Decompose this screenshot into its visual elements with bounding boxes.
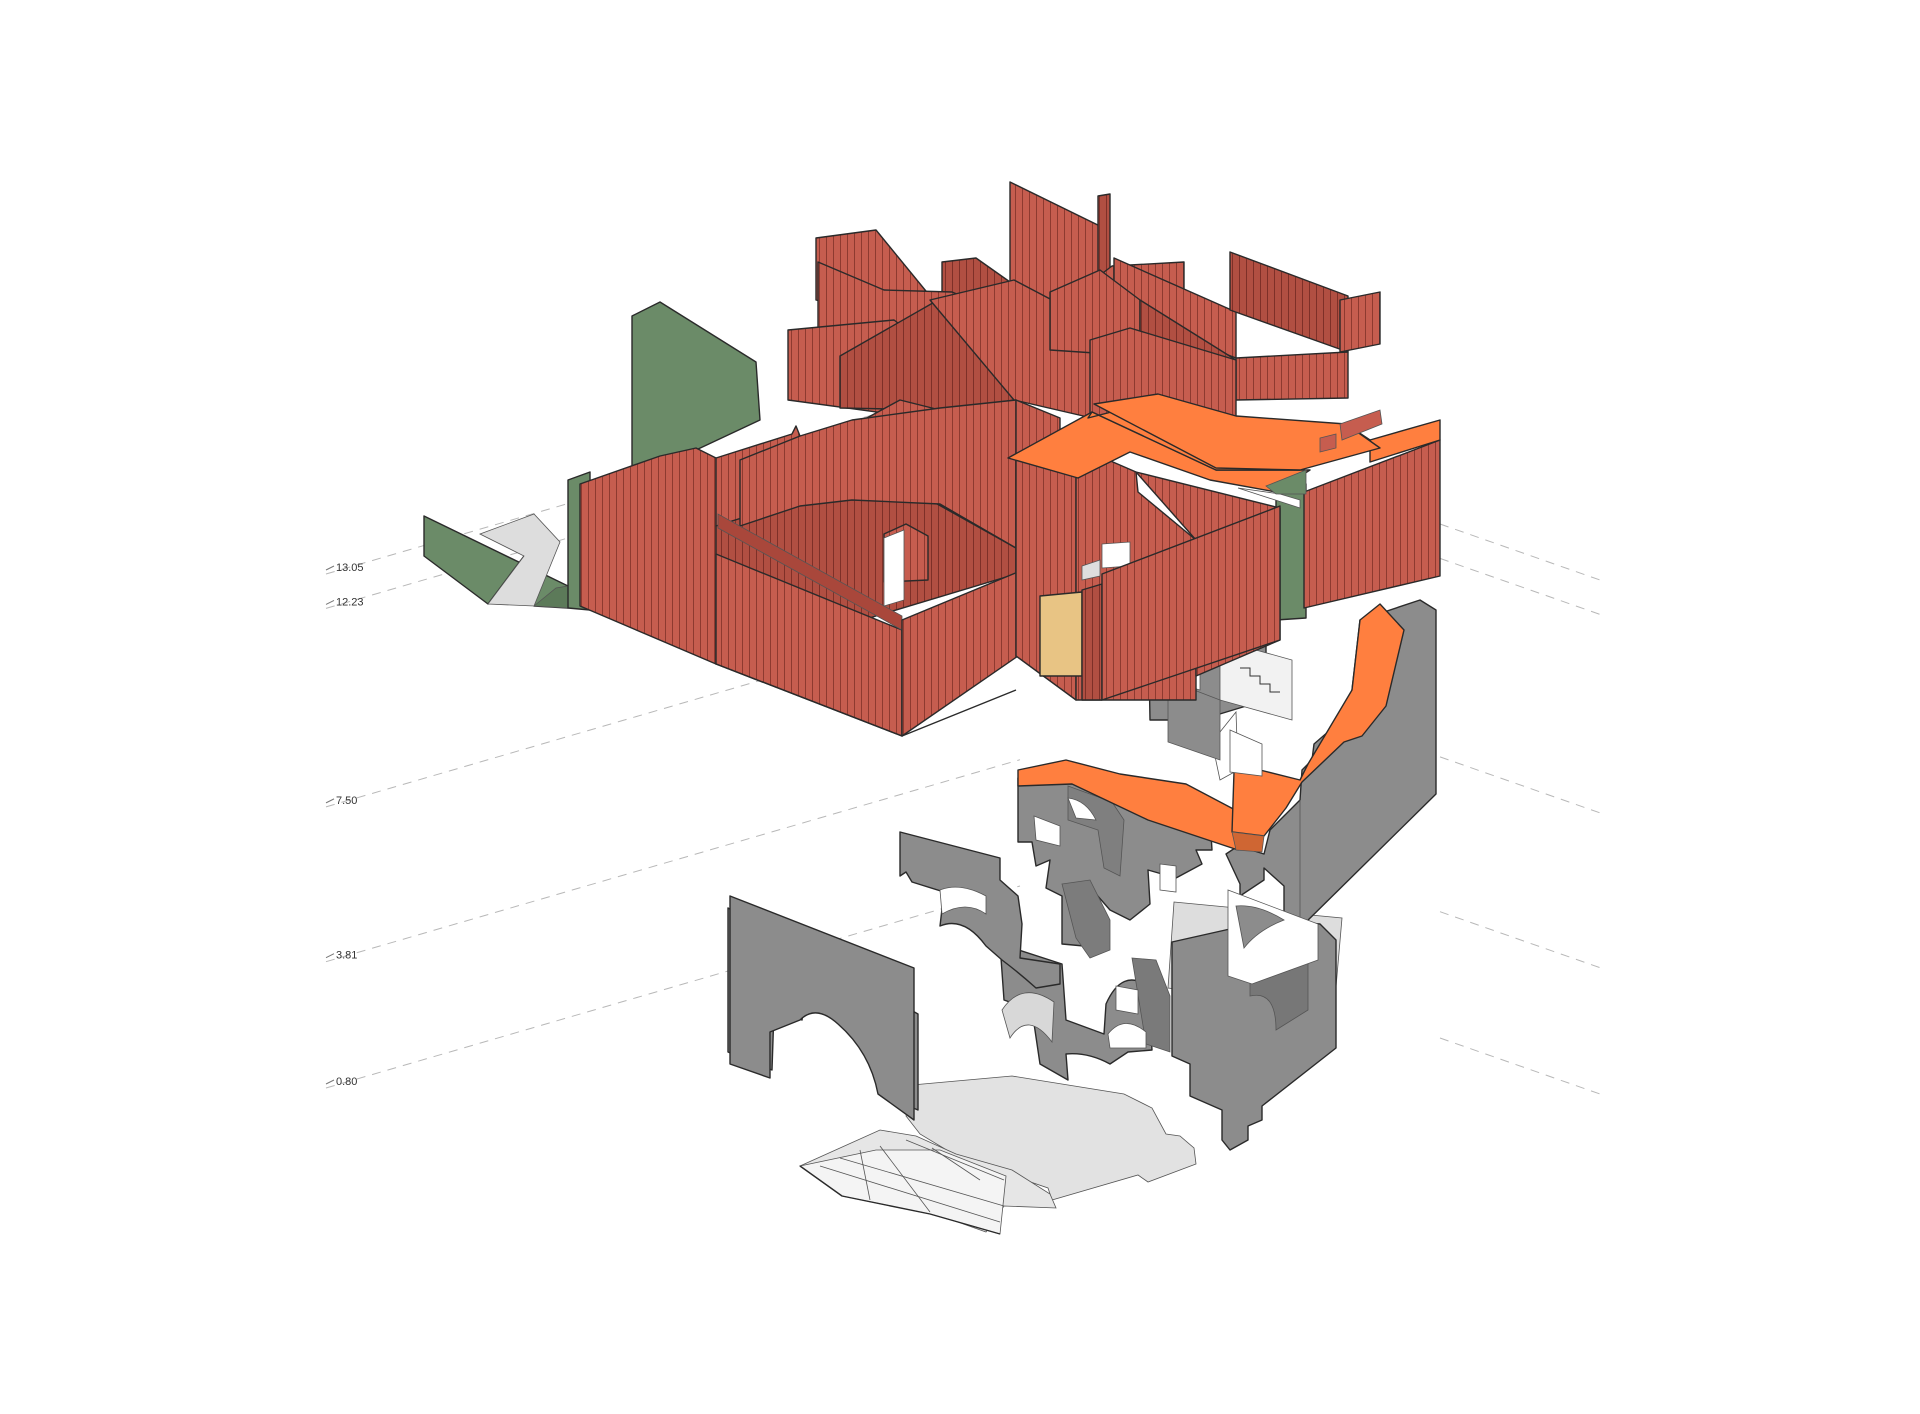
level-dash-line-right [1439,1037,1601,1095]
ground-floor-slab [798,1075,1197,1235]
level-dash-line-right [1439,557,1601,615]
level-tick [325,565,335,571]
level-guide-2: 7.50 [325,604,1601,814]
volume-base-edges [715,663,1017,737]
level-tick [325,1079,335,1085]
level-tick [325,798,335,804]
level-label: 0.80 [336,1076,357,1088]
level-dash-line-right [1439,756,1601,814]
stair-detail [1167,639,1293,777]
level-dash-line [325,405,1021,609]
level-label: 13.05 [336,562,364,574]
level-tick [325,599,335,605]
level-tick [325,953,335,959]
level-dash-line [325,885,1021,1089]
level-label: 12.23 [336,596,364,608]
level-guide-3: 3.81 [325,759,1601,969]
level-dash-line-right [1439,911,1601,969]
level-dash-line-right [1439,523,1601,581]
level-label: 7.50 [336,795,357,807]
level-dash-line [325,759,1021,963]
orange-floor-slabs [1017,603,1405,853]
level-guide-1: 12.23 [325,405,1601,615]
level-label: 3.81 [336,950,357,962]
upper-cladding-volumes [423,181,1441,737]
left-masonry-wall [729,895,915,1121]
level-guide-4: 0.80 [325,885,1601,1095]
level-dash-line [325,604,1021,808]
